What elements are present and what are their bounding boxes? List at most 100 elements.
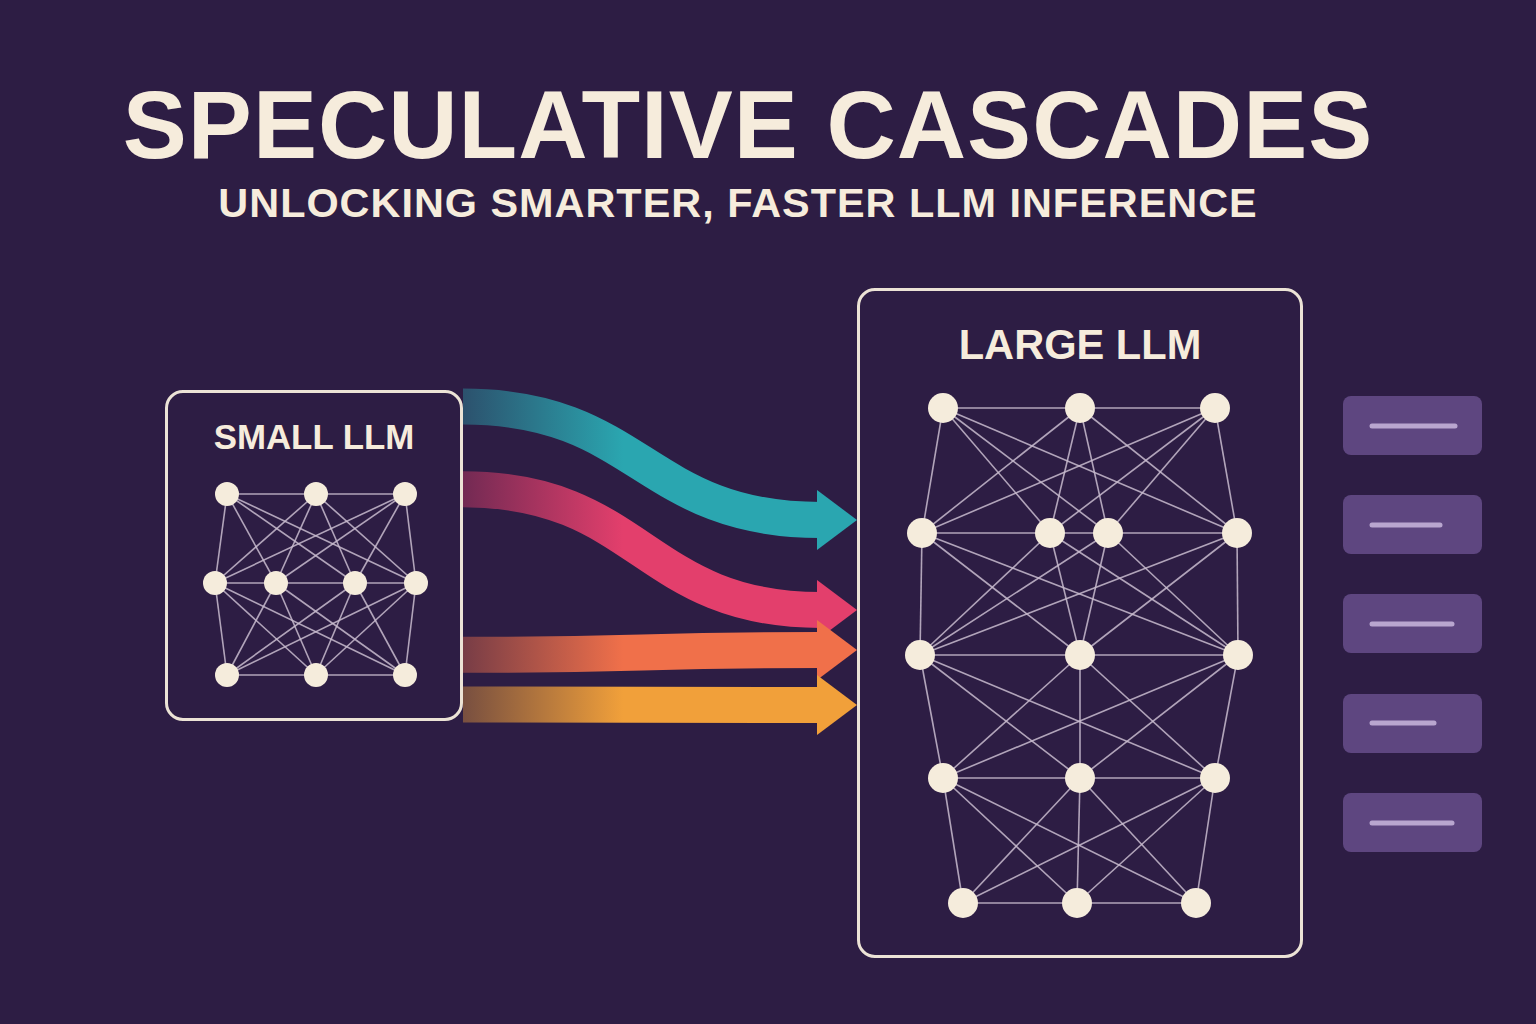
network-neuron xyxy=(304,482,328,506)
network-link xyxy=(1077,778,1215,903)
arrow-head xyxy=(817,490,857,550)
token-line xyxy=(1372,424,1455,429)
network-link xyxy=(943,778,1196,903)
token-line xyxy=(1372,622,1452,627)
token-line xyxy=(1372,523,1440,528)
network-link xyxy=(963,902,1077,904)
network-link xyxy=(1080,655,1238,778)
network-link xyxy=(215,494,227,583)
network-link xyxy=(943,407,1080,409)
box-label: SMALL LLM xyxy=(168,417,460,457)
network-neuron xyxy=(1062,888,1092,918)
network-neuron xyxy=(404,571,428,595)
network-link xyxy=(227,583,355,675)
network-link xyxy=(227,674,316,676)
title: SPECULATIVE CASCADES xyxy=(0,70,1516,180)
network-neuron xyxy=(393,482,417,506)
network-link xyxy=(1108,533,1238,655)
flow-band xyxy=(463,686,821,723)
token-slot xyxy=(1343,793,1482,852)
box-label: LARGE LLM xyxy=(860,321,1300,369)
network-neuron xyxy=(1200,763,1230,793)
token-slot xyxy=(1343,396,1482,455)
network-link xyxy=(227,493,316,495)
arrow-head xyxy=(817,620,857,680)
network-link xyxy=(920,533,922,655)
network-neuron xyxy=(304,663,328,687)
network-link xyxy=(1215,408,1237,533)
network-link xyxy=(215,494,405,583)
network-neuron xyxy=(1223,640,1253,670)
network-link xyxy=(215,494,316,583)
network-link xyxy=(922,408,943,533)
network-link xyxy=(920,533,1237,655)
token-slot xyxy=(1343,495,1482,554)
network-link xyxy=(1215,655,1238,778)
network-neuron xyxy=(1065,763,1095,793)
network-neuron xyxy=(928,393,958,423)
network-link xyxy=(215,583,405,675)
network-link xyxy=(215,583,316,675)
arrow-head xyxy=(817,675,857,735)
network-neuron xyxy=(264,571,288,595)
network-link xyxy=(920,533,1050,655)
network-link xyxy=(227,494,416,583)
network-neuron xyxy=(907,518,937,548)
network-link xyxy=(1080,407,1215,409)
network-link xyxy=(355,583,405,675)
network-link xyxy=(316,493,405,495)
network-link xyxy=(1050,408,1215,533)
network-link xyxy=(943,778,1077,903)
network-link xyxy=(920,655,1215,778)
network-link xyxy=(1077,902,1196,904)
network-link xyxy=(405,494,416,583)
network-link xyxy=(316,674,405,676)
network-link xyxy=(943,655,1238,778)
network-link xyxy=(1108,408,1215,533)
network-neuron xyxy=(343,571,367,595)
network-link xyxy=(355,494,405,583)
token-lines xyxy=(1372,426,1455,823)
network-link xyxy=(1237,533,1238,655)
network-link xyxy=(1077,778,1080,903)
token-slot xyxy=(1343,694,1482,753)
network-link xyxy=(227,583,276,675)
network-link xyxy=(316,583,416,675)
flow-band xyxy=(463,489,821,610)
network-link xyxy=(963,778,1080,903)
token-list xyxy=(1343,396,1482,852)
token-line xyxy=(1372,821,1452,826)
token-line xyxy=(1372,721,1434,726)
network-neuron xyxy=(215,663,239,687)
network-neuron xyxy=(905,640,935,670)
network-neuron xyxy=(1035,518,1065,548)
network-link xyxy=(316,494,416,583)
network-link xyxy=(227,494,355,583)
network-neuron xyxy=(1065,640,1095,670)
token-slot xyxy=(1343,594,1482,653)
flow-arrow xyxy=(463,620,857,680)
network-link xyxy=(276,494,405,583)
network-link xyxy=(227,583,416,675)
network-neuron xyxy=(215,482,239,506)
flow-band xyxy=(463,650,821,655)
network-link xyxy=(922,532,1050,534)
network-neuron xyxy=(393,663,417,687)
flow-arrow xyxy=(463,675,857,735)
network-link xyxy=(922,533,1080,655)
network-link xyxy=(922,408,1215,533)
network-link xyxy=(1080,533,1237,655)
network-link xyxy=(1080,654,1238,656)
network-link xyxy=(1196,778,1215,903)
network-link xyxy=(922,408,1080,533)
network-link xyxy=(1080,777,1215,779)
small-model-box: SMALL LLM xyxy=(165,390,463,721)
network-link xyxy=(943,408,1050,533)
network-neuron xyxy=(1065,393,1095,423)
network-link xyxy=(1108,532,1237,534)
network-neuron xyxy=(928,763,958,793)
flow-arrow xyxy=(463,489,857,640)
network-drawing xyxy=(203,393,1253,918)
network-link xyxy=(943,408,1237,533)
